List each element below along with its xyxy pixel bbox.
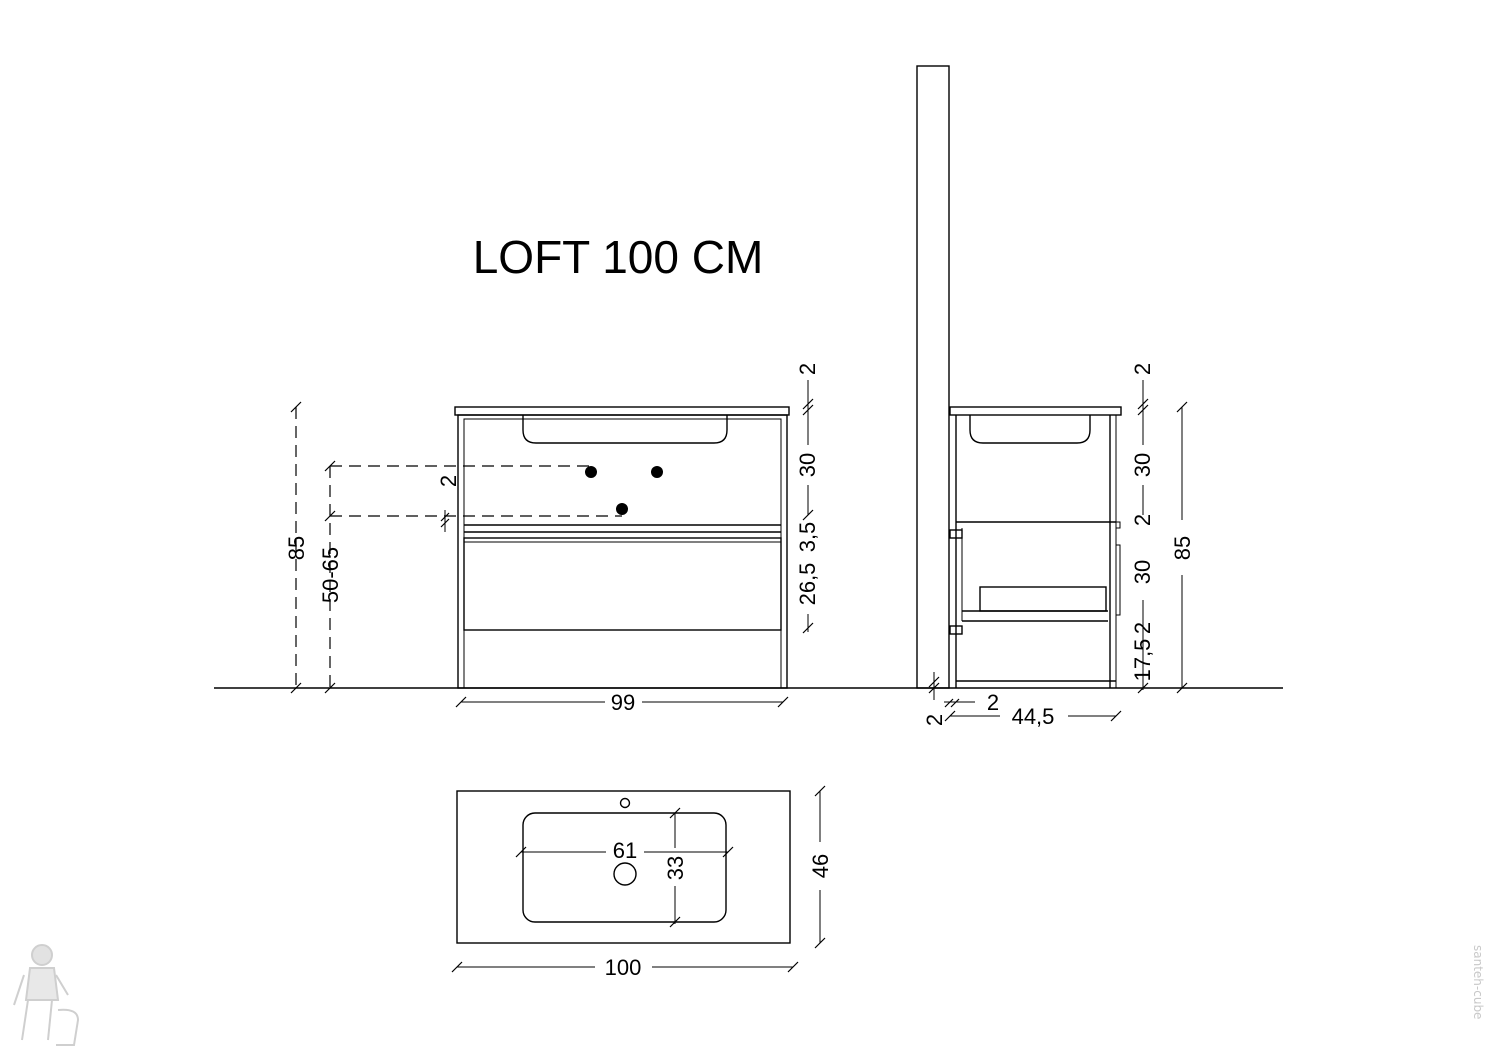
basin-depth-label: 33 <box>663 856 688 880</box>
plumber-logo-icon <box>13 944 80 1046</box>
side-depth-label: 44,5 <box>1012 704 1055 729</box>
tick <box>802 398 814 410</box>
front-gap-label: 3,5 <box>795 522 820 553</box>
tick <box>669 916 681 928</box>
side-basin-outline <box>969 415 1091 444</box>
front-countertop <box>454 406 790 416</box>
tick <box>944 710 956 722</box>
basin-width-label: 61 <box>613 838 637 863</box>
front-width-label: 99 <box>611 690 635 715</box>
front-basin-outline <box>522 415 728 444</box>
tick <box>1176 682 1188 694</box>
tick <box>451 961 463 973</box>
tick <box>1137 404 1149 416</box>
front-drawer-label: 26,5 <box>795 563 820 606</box>
top-countertop <box>456 790 791 944</box>
tick <box>928 682 940 694</box>
drain-hole <box>613 862 637 886</box>
side-countertop <box>949 406 1122 416</box>
drawing-title: LOFT 100 CM <box>473 231 764 283</box>
side-drawer-front <box>1115 544 1121 616</box>
tick <box>814 785 826 797</box>
front-small-label: 2 <box>436 475 461 487</box>
front-upper-label: 30 <box>795 453 820 477</box>
tick <box>814 937 826 949</box>
tick <box>722 846 734 858</box>
side-upper-label: 30 <box>1130 453 1155 477</box>
tick <box>787 961 799 973</box>
tick <box>1176 401 1188 413</box>
tick <box>928 676 940 688</box>
tick <box>1110 710 1122 722</box>
tick <box>324 682 336 694</box>
top-basin <box>522 812 727 923</box>
faucet-hole <box>619 797 631 809</box>
side-bottom-label: 17,5 <box>1130 639 1155 682</box>
tick <box>669 807 681 819</box>
tick <box>777 696 789 708</box>
water-inlet-left <box>585 466 597 478</box>
side-drawer-label: 30 <box>1130 560 1155 584</box>
tick <box>802 404 814 416</box>
front-frame-inner <box>463 418 782 689</box>
label-mask <box>606 838 644 862</box>
side-gap-b-label: 2 <box>1130 622 1155 634</box>
tick <box>950 698 960 708</box>
tick <box>802 509 814 521</box>
wall-gap-label: 2 <box>987 690 999 715</box>
wall <box>916 65 950 689</box>
tick <box>1137 398 1149 410</box>
side-height-label: 85 <box>1170 536 1195 560</box>
tick <box>802 622 814 634</box>
tick <box>324 510 336 522</box>
top-width-label: 100 <box>605 955 642 980</box>
outlet-height-label: 50-65 <box>318 547 343 603</box>
side-drawer-box <box>979 586 1107 612</box>
wall-bracket-bottom <box>949 625 963 635</box>
tick <box>455 696 467 708</box>
front-frame-outer <box>457 414 788 689</box>
tick <box>290 401 302 413</box>
top-depth-label: 46 <box>808 854 833 878</box>
side-top-slab-label: 2 <box>1130 363 1155 375</box>
side-shelf-lip <box>1115 521 1121 529</box>
tick <box>515 846 527 858</box>
front-height-label: 85 <box>284 536 309 560</box>
front-view: 85 50-65 2 99 2 30 3,5 26,5 <box>284 363 820 715</box>
tick <box>324 460 336 472</box>
front-top-slab-label: 2 <box>795 363 820 375</box>
wall-bracket-top <box>949 529 963 539</box>
drain-outlet <box>616 503 628 515</box>
tick <box>944 698 954 708</box>
front-drawer <box>463 537 782 631</box>
water-inlet-right <box>651 466 663 478</box>
watermark: santeh-cube <box>1471 945 1485 1020</box>
base-offset-label: 2 <box>922 714 947 726</box>
side-view: 2 30 2 30 2 17,5 85 2 2 44,5 <box>916 65 1195 729</box>
top-view: 61 33 46 100 <box>451 785 833 980</box>
side-gap-a-label: 2 <box>1130 514 1155 526</box>
tick <box>290 682 302 694</box>
tick <box>1137 682 1149 694</box>
